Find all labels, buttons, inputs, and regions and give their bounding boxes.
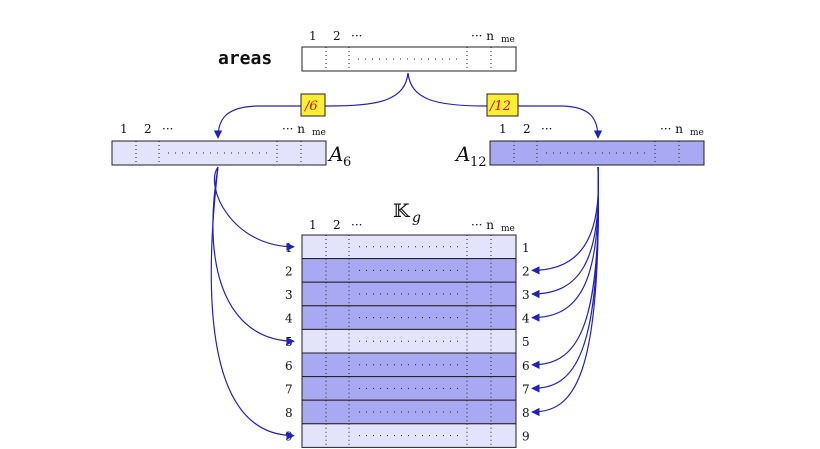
a6-bar (111, 140, 327, 166)
kg-row-index-left: 4 (285, 312, 293, 326)
filter-badge-a12-box (486, 93, 519, 117)
kg-label-sub: g (412, 210, 421, 226)
a12-bar (489, 140, 705, 166)
kg-col-n: ··· n (471, 218, 494, 232)
kg-row-index-right: 8 (522, 406, 530, 420)
kg-row-index-right: 1 (522, 241, 530, 255)
kg-row-index-right: 4 (522, 312, 530, 326)
filter-badge-a6-text: /6 (303, 99, 318, 114)
arrow-areas-to-a6 (213, 72, 409, 139)
kg-row-index-left: 9 (285, 430, 293, 444)
areas-col-dots: ··· (351, 29, 362, 43)
kg-row-index-right: 9 (522, 430, 530, 444)
kg-row-index-right: 2 (522, 264, 530, 278)
filter-badge-a6-box (300, 93, 326, 117)
arrow-areas-to-a12 (407, 72, 603, 139)
a12-col-2: 2 (523, 122, 531, 136)
arrow-a12-to-row-6 (531, 166, 599, 369)
a6-col-dots: ··· (162, 122, 173, 136)
kg-col-me: me (501, 224, 515, 234)
kg-arrows (210, 166, 600, 440)
areas-col-n: ··· n (471, 29, 494, 43)
a12-label: A (454, 142, 470, 166)
kg-header: 𝕂 g 1 2 ··· ··· n me (309, 200, 515, 234)
a12-label-sub: 12 (470, 155, 487, 170)
arrow-a12-to-row-2 (531, 166, 600, 275)
arrow-a12-to-row-4 (531, 166, 600, 322)
a12-col-dots: ··· (541, 122, 552, 136)
arrow-a12-to-row-8 (531, 166, 599, 417)
kg-row-index-right: 5 (522, 335, 530, 349)
kg-row-index-left: 2 (285, 264, 293, 278)
kg-row-index-left: 1 (285, 241, 293, 255)
areas-array: areas 1 2 ··· ··· n me (218, 29, 517, 72)
filter-badge-a6: /6 (300, 93, 326, 117)
a12-col-n: ··· n (660, 122, 683, 136)
kg-row-index-left: 3 (285, 288, 293, 302)
kg-col-2: 2 (333, 218, 341, 232)
kg-col-dots: ··· (351, 218, 362, 232)
filter-badge-a12-text: /12 (488, 99, 511, 114)
a12-array: 1 2 ··· ··· n me A 12 (454, 122, 705, 170)
areas-label: areas (218, 48, 272, 69)
areas-col-1: 1 (309, 29, 317, 43)
kg-row-index-right: 7 (522, 382, 530, 396)
kg-row-index-right: 6 (522, 359, 530, 373)
filter-badge-a12: /12 (486, 93, 519, 117)
areas-bar (301, 46, 517, 72)
kg-row-index-left: 8 (285, 406, 293, 420)
a12-col-me: me (690, 128, 704, 138)
a6-label-sub: 6 (343, 155, 351, 170)
a6-col-1: 1 (120, 122, 128, 136)
a6-col-n: ··· n (282, 122, 305, 136)
arrow-a6-to-row-1 (213, 166, 295, 251)
areas-col-2: 2 (333, 29, 341, 43)
a6-array: 1 2 ··· ··· n me A 6 (111, 122, 351, 170)
arrow-a6-to-row-5 (212, 166, 295, 346)
kg-row-index-left: 5 (285, 335, 293, 349)
a6-label: A (327, 142, 343, 166)
kg-col-1: 1 (309, 218, 317, 232)
areas-col-me: me (501, 35, 515, 45)
a12-col-1: 1 (499, 122, 507, 136)
a6-col-me: me (312, 128, 326, 138)
kg-row-index-left: 7 (285, 382, 293, 396)
a6-col-2: 2 (144, 122, 152, 136)
kg-row-index-right: 3 (522, 288, 530, 302)
arrow-a6-to-row-9 (210, 166, 295, 440)
kg-row-index-left: 6 (285, 359, 293, 373)
kg-label: 𝕂 (393, 200, 411, 222)
kg-matrix: 1 1 2 2 3 3 4 4 5 5 6 6 7 7 8 8 9 9 (285, 234, 530, 448)
